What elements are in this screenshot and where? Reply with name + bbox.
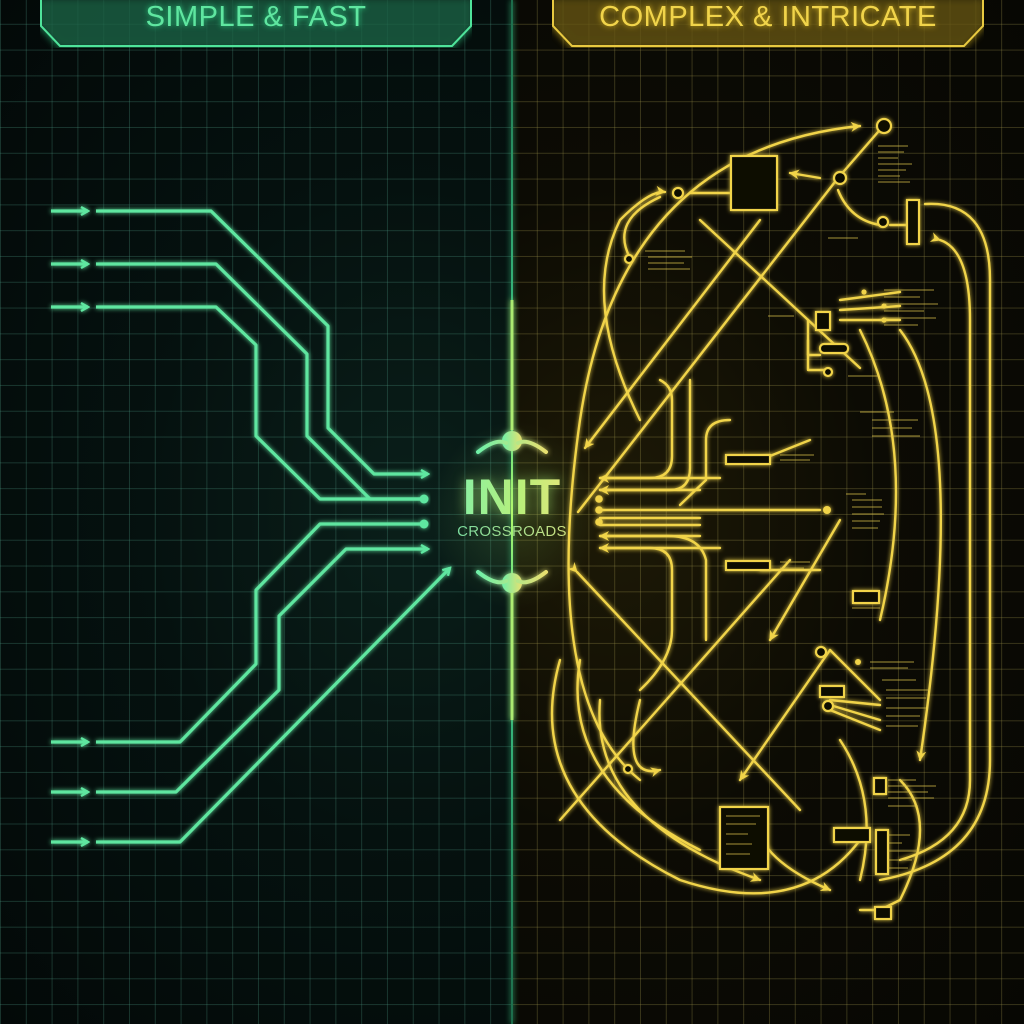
banner-frame-left (40, 0, 472, 47)
block-node-icon (729, 154, 779, 212)
banner-frame-right (552, 0, 984, 47)
bar-node-icon (905, 198, 921, 246)
hub-subtitle: CROSSROADS (440, 523, 584, 540)
bottom-connector-icon (476, 570, 548, 720)
box-node-icon (718, 805, 770, 871)
left-grid (0, 0, 512, 1024)
input-arrow-icon (51, 211, 88, 842)
route-endpoint-dots (419, 494, 429, 529)
circle-node-icon (875, 117, 893, 135)
simple-fast-label: SIMPLE & FAST (145, 0, 367, 33)
annotation-scribbles (645, 145, 938, 869)
junction-node-icon (814, 310, 832, 332)
init-crossroads-hub: INIT CROSSROADS (440, 472, 584, 540)
connector-bar-icon (724, 453, 772, 466)
left-panel-background (0, 0, 512, 1024)
top-connector-icon (476, 300, 548, 454)
complex-intricate-banner: COMPLEX & INTRICATE (552, 0, 984, 47)
diagram-nodes (622, 117, 921, 921)
simple-fast-banner: SIMPLE & FAST (40, 0, 472, 47)
terminal-dots (595, 289, 887, 665)
hub-title: INIT (440, 472, 584, 522)
small-box-node-icon (873, 905, 893, 921)
complex-intricate-label: COMPLEX & INTRICATE (599, 0, 937, 33)
center-divider (511, 0, 513, 1024)
